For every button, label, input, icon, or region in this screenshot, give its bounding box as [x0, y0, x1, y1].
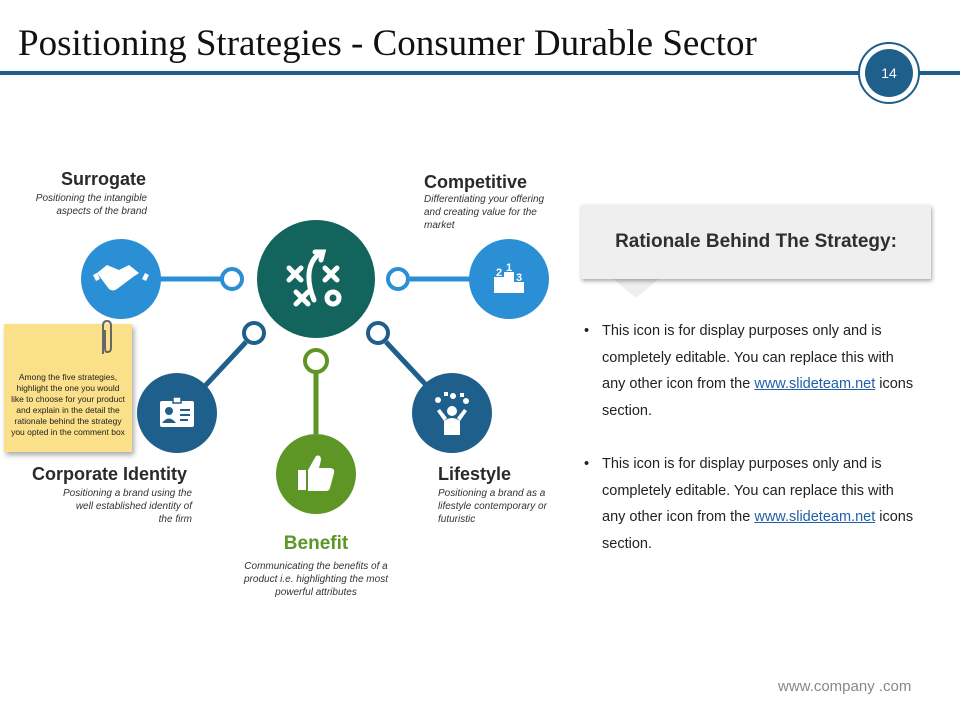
bullet-text: This icon is for display purposes only a… [602, 456, 894, 525]
corporate-ring [242, 321, 266, 345]
lifestyle-label: Lifestyle [438, 464, 512, 484]
juggler-icon [435, 392, 469, 435]
corporate-connector [203, 340, 248, 388]
bullet-dot: • [584, 323, 590, 339]
callout-pointer [612, 278, 660, 298]
bullet-suffix: icons section. [602, 376, 914, 419]
rationale-heading-box: Rationale Behind The Strategy: [581, 205, 931, 279]
competitive-description: Differentiating your offering and creati… [424, 194, 545, 231]
slideteam-link[interactable]: www.slideteam.net [754, 509, 876, 525]
bullet-dot: • [584, 456, 590, 472]
competitive-ring [386, 267, 410, 291]
slide-title: Positioning Strategies - Consumer Durabl… [18, 23, 757, 64]
sticky-note: Among the five strategies, highlight the… [4, 324, 132, 452]
podium-icon: 2 1 3 [494, 262, 524, 293]
center-circle [257, 220, 375, 338]
svg-text:2: 2 [496, 267, 502, 279]
benefit-label: Benefit [283, 533, 349, 554]
thumbs-up-icon [298, 455, 335, 491]
id-card-icon [160, 396, 194, 427]
bullet-suffix: icons section. [602, 509, 914, 552]
footer-website: www.company .com [778, 678, 912, 695]
surrogate-label: Surrogate [60, 169, 146, 189]
competitive-label: Competitive [424, 172, 528, 192]
lifestyle-ring [366, 321, 390, 345]
strategy-play-icon [286, 249, 342, 307]
rationale-bullet-2: • This icon is for display purposes only… [584, 451, 914, 557]
svg-text:3: 3 [516, 272, 522, 284]
svg-text:1: 1 [506, 262, 512, 274]
corporate-description: Positioning a brand using the well estab… [63, 488, 192, 525]
rationale-heading: Rationale Behind The Strategy: [615, 231, 897, 252]
benefit-ring [303, 348, 329, 374]
title-divider [0, 71, 960, 75]
handshake-icon [93, 265, 149, 291]
lifestyle-description: Positioning a brand as a lifestyle conte… [438, 488, 547, 525]
slideteam-link[interactable]: www.slideteam.net [754, 376, 876, 392]
corporate-label: Corporate Identity [32, 464, 188, 484]
surrogate-ring [220, 267, 244, 291]
page-number: 14 [865, 49, 913, 97]
lifestyle-connector [384, 340, 429, 388]
surrogate-description: Positioning the intangible aspects of th… [35, 193, 147, 217]
paperclip-icon [102, 319, 112, 354]
rationale-bullet-1: • This icon is for display purposes only… [584, 318, 914, 424]
bullet-text: This icon is for display purposes only a… [602, 323, 894, 392]
benefit-description: Communicating the benefits of a product … [244, 561, 388, 598]
